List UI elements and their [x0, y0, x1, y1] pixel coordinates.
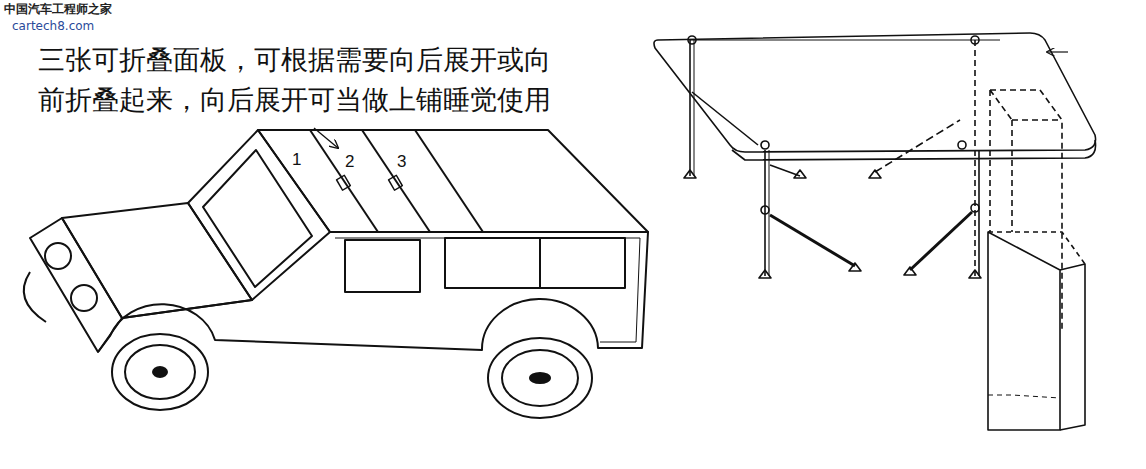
pointer-arrow [1047, 51, 1068, 52]
body-side [98, 232, 648, 352]
wheel [488, 338, 592, 418]
headlight [71, 285, 97, 311]
joint [761, 141, 769, 149]
strut [770, 215, 855, 266]
wheel-rim [502, 350, 578, 406]
panel-divider [310, 130, 378, 232]
foot [684, 170, 981, 278]
wheel-hub [530, 373, 550, 383]
panel-divider [415, 130, 483, 232]
post [694, 40, 695, 176]
frame-drawing [654, 33, 1096, 430]
strut [875, 120, 960, 172]
storage-bag [988, 232, 1060, 430]
callout-number: 2 [345, 152, 354, 172]
hinge [389, 175, 403, 190]
wheel [112, 334, 208, 410]
joint [761, 206, 769, 214]
panel-divider [362, 130, 430, 232]
storage-bag [988, 232, 1085, 264]
post [689, 40, 691, 176]
window-divider [539, 238, 541, 288]
rail [690, 40, 1000, 41]
strut [770, 165, 800, 176]
joint [971, 204, 979, 212]
post [974, 40, 976, 276]
strut [692, 92, 758, 145]
watermark-url: cartech8.com [12, 19, 94, 33]
strut [910, 212, 972, 270]
body-line [335, 238, 640, 342]
window [345, 240, 420, 292]
bumper [24, 272, 46, 322]
bed-panel-edge [732, 140, 1096, 160]
hood [62, 203, 252, 318]
callout-number: 1 [292, 150, 301, 170]
leader-line [314, 128, 338, 148]
windshield-frame [188, 130, 330, 300]
joint [688, 36, 696, 44]
watermark: 中国汽车工程师之家 [4, 2, 112, 16]
headlight [45, 243, 71, 269]
windshield [203, 150, 312, 287]
body-line [122, 300, 252, 318]
window [445, 238, 625, 288]
hinge [337, 175, 351, 190]
joint [958, 141, 966, 149]
post [978, 150, 980, 276]
car-drawing [24, 128, 648, 418]
storage-bag [1060, 264, 1085, 430]
bed-panel [654, 33, 1096, 152]
post [764, 150, 766, 276]
storage-box [990, 90, 1062, 330]
storage-bag [988, 395, 1060, 398]
roof [258, 130, 648, 232]
wheel-hub [153, 367, 167, 377]
annotation-note: 三张可折叠面板，可根据需要向后展开或向 前折叠起来，向后展开可当做上铺睡觉使用 [38, 40, 567, 120]
callout-number: 3 [397, 152, 406, 172]
wheel-rim [125, 345, 195, 399]
car-front [30, 218, 122, 352]
joint [971, 36, 979, 44]
